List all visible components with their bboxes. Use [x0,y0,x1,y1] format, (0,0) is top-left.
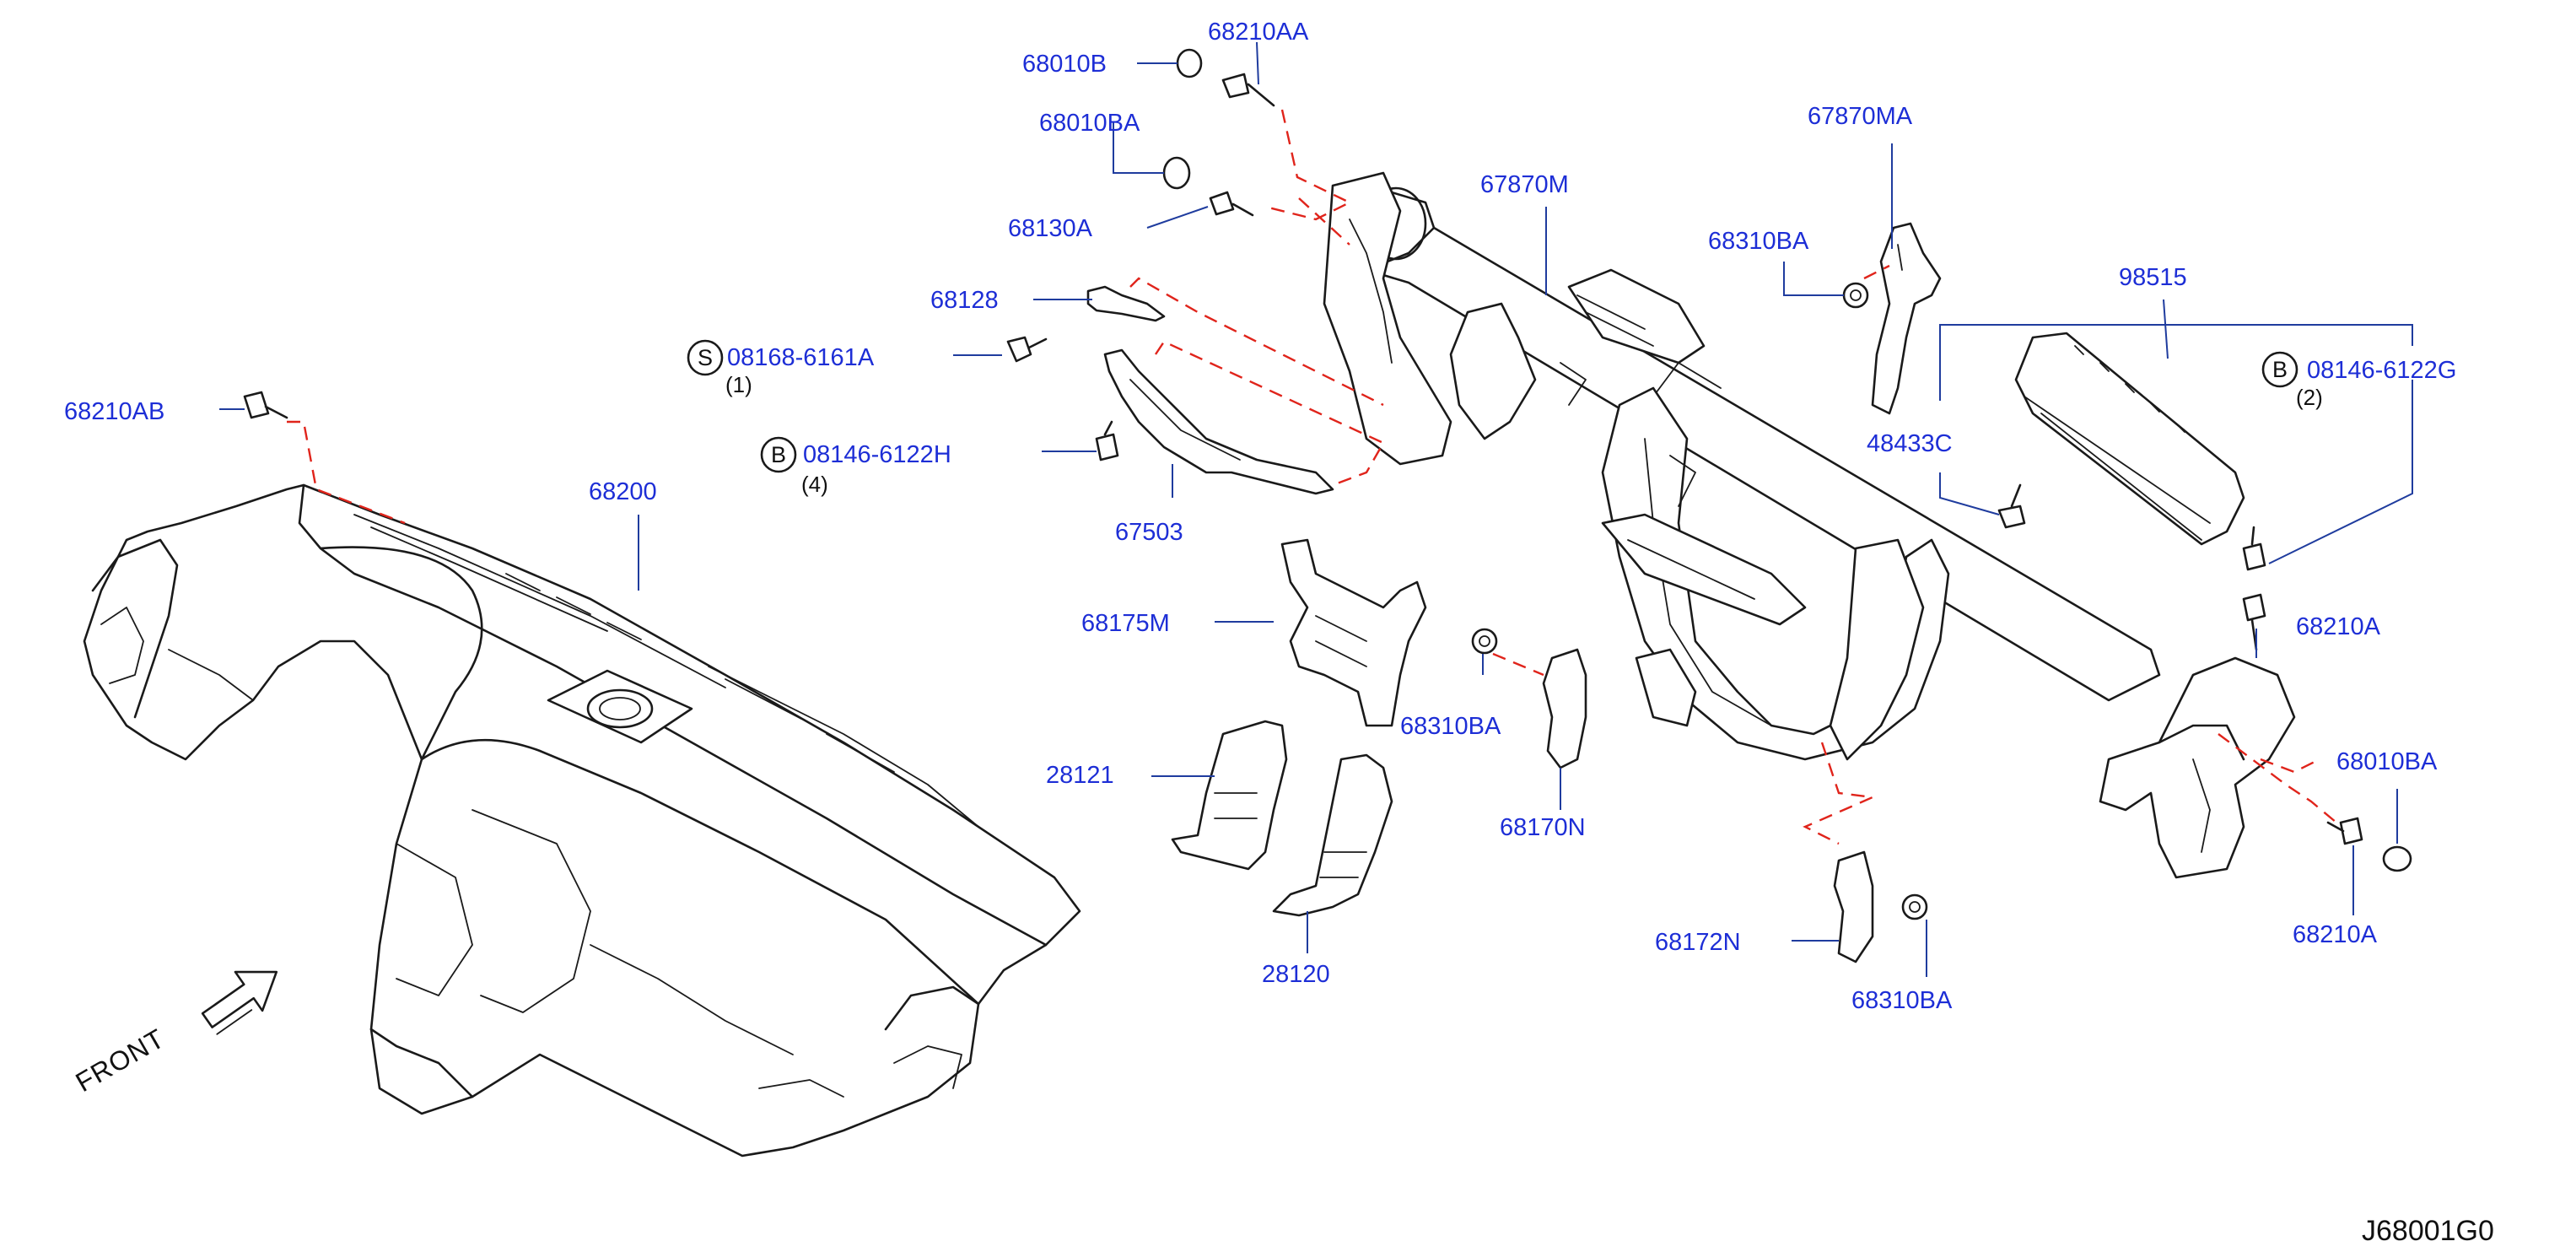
front-indicator: FRONT [71,970,278,1098]
part-label-67503: 67503 [1115,519,1183,546]
front-label: FRONT [71,1023,170,1098]
bracket-67503-drawing [1103,348,1334,495]
symbol-b-08146h: B [760,436,797,473]
part-label-68010ba-right: 68010BA [2336,748,2438,775]
bracket-28121-drawing [1171,720,1288,871]
symbol-b-text: B [771,442,786,467]
part-label-68210a-upper: 68210A [2296,613,2381,640]
symbol-b-text: B [2272,357,2288,382]
cap-68010ba-right-icon [2382,845,2412,872]
bracket-68175m-drawing [1280,538,1427,727]
part-label-08168-6161a: 08168-6161A [727,344,875,371]
instrument-panel-drawing [83,483,1081,1158]
part-label-68170n: 68170N [1500,814,1586,841]
screw-08168-icon [1006,336,1048,363]
airbag-module-98515-drawing [2014,332,2245,546]
symbol-s-text: S [698,345,713,370]
bracket-67870ma-drawing [1871,222,1942,415]
part-label-68010ba-top: 68010BA [1039,110,1140,137]
nut-68310ba-bot-icon [1901,893,1928,920]
assembly-dashed-lines [287,109,2337,845]
bracket-68172n-drawing [1833,850,1874,963]
part-label-67870ma: 67870MA [1808,103,1913,130]
nut-68310ba-top-icon [1842,282,1869,309]
nut-68310ba-mid-icon [1471,628,1498,655]
bolt-68210a-upper-icon [2242,593,2266,651]
part-label-98515: 98515 [2119,264,2187,291]
bolt-68130a-icon [1209,191,1254,217]
symbol-markers: S B B [687,339,2298,473]
part-labels: 68010B 68210AA 68010BA 68130A 68128 6787… [64,19,2456,1014]
bracket-68128-drawing [1086,285,1166,322]
part-label-68172n: 68172N [1655,929,1741,956]
bolt-48433c-icon [1997,483,2026,529]
part-label-68130a: 68130A [1008,215,1093,242]
part-label-68010b: 68010B [1022,51,1107,78]
part-label-68175m: 68175M [1081,610,1170,637]
part-label-68210ab: 68210AB [64,398,164,425]
bracket-28120-drawing [1272,753,1393,917]
bolt-68210a-lower-icon [2326,817,2363,845]
part-label-68310ba-top: 68310BA [1708,228,1809,255]
bolt-08146-h-icon [1095,420,1119,461]
part-label-67870m: 67870M [1480,171,1569,198]
bolt-68210aa-icon [1221,73,1275,107]
washer-68010ba-top-icon [1162,156,1191,190]
leader-lines [219,41,2413,977]
part-label-28120: 28120 [1262,961,1330,988]
part-label-68210a-lower: 68210A [2293,921,2378,948]
quantity-08146-6122h: (4) [801,472,828,497]
quantity-08146-6122g: (2) [2296,385,2323,410]
part-label-68200: 68200 [589,478,657,505]
part-label-08146-6122g: 08146-6122G [2307,357,2456,384]
part-label-48433c: 48433C [1867,430,1953,457]
bolt-68210ab-icon [243,391,288,419]
part-label-68210aa: 68210AA [1208,19,1309,46]
part-label-08146-6122h: 08146-6122H [803,441,951,468]
quantity-08168-6161a: (1) [725,372,752,397]
symbol-b-08146g: B [2261,351,2298,388]
steering-member-drawing [1323,171,2296,879]
symbol-s-08168: S [687,339,724,376]
bracket-68170n-drawing [1542,648,1587,769]
part-label-68310ba-bot: 68310BA [1851,987,1953,1014]
washer-68010b-icon [1176,48,1203,78]
part-label-68128: 68128 [930,287,999,314]
part-label-28121: 28121 [1046,762,1114,789]
bolt-08146-g-icon [2242,526,2266,571]
diagram-code: J68001G0 [2362,1215,2494,1247]
part-label-68310ba-mid: 68310BA [1400,713,1501,740]
